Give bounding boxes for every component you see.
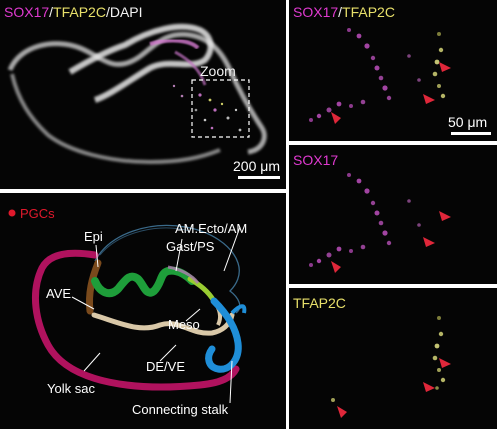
main-fluorescence-panel: SOX17/TFAP2C/DAPI Zoom 200 μm [0, 0, 286, 189]
pgc-legend-label: PGCs [20, 206, 55, 221]
zoom-scale-bar [451, 132, 491, 135]
pgc-legend-dot [8, 209, 16, 217]
label-gast-ps: Gast/PS [166, 239, 215, 254]
zoom-merged-title: SOX17/TFAP2C [293, 4, 395, 20]
zoom-panel-tfap2c: TFAP2C [289, 288, 497, 429]
embryo-schematic [8, 209, 247, 404]
zoom-label: Zoom [200, 63, 236, 79]
label-de-ve: DE/VE [146, 359, 186, 374]
main-panel-title: SOX17/TFAP2C/DAPI [4, 4, 143, 20]
zoom-sox17-image [309, 173, 451, 273]
zoom-tfap2c-image [331, 316, 451, 418]
zoom-sox17-title: SOX17 [293, 152, 339, 168]
zoom-panel-merged: SOX17/TFAP2C 50 μm [289, 0, 497, 141]
label-epi: Epi [84, 229, 103, 244]
main-scale-label: 200 μm [233, 158, 280, 174]
label-am-ecto: AM.Ecto/AM [175, 221, 248, 236]
label-connecting-stalk: Connecting stalk [132, 402, 229, 417]
label-meso: Meso [168, 317, 200, 332]
zoom-region-box [191, 79, 250, 138]
main-scale-bar [238, 176, 280, 179]
label-ave: AVE [46, 286, 72, 301]
zoom-tfap2c-title: TFAP2C [293, 295, 346, 311]
zoom-scale-label: 50 μm [448, 114, 488, 130]
embryo-schematic-panel: PGCs Epi AM.Ecto/AM Gast/PS AVE Meso DE/… [0, 193, 286, 429]
zoom-panel-sox17: SOX17 [289, 145, 497, 284]
label-yolk-sac: Yolk sac [47, 381, 95, 396]
embryo-section-image [7, 23, 267, 165]
zoom-merged-image [309, 28, 451, 124]
